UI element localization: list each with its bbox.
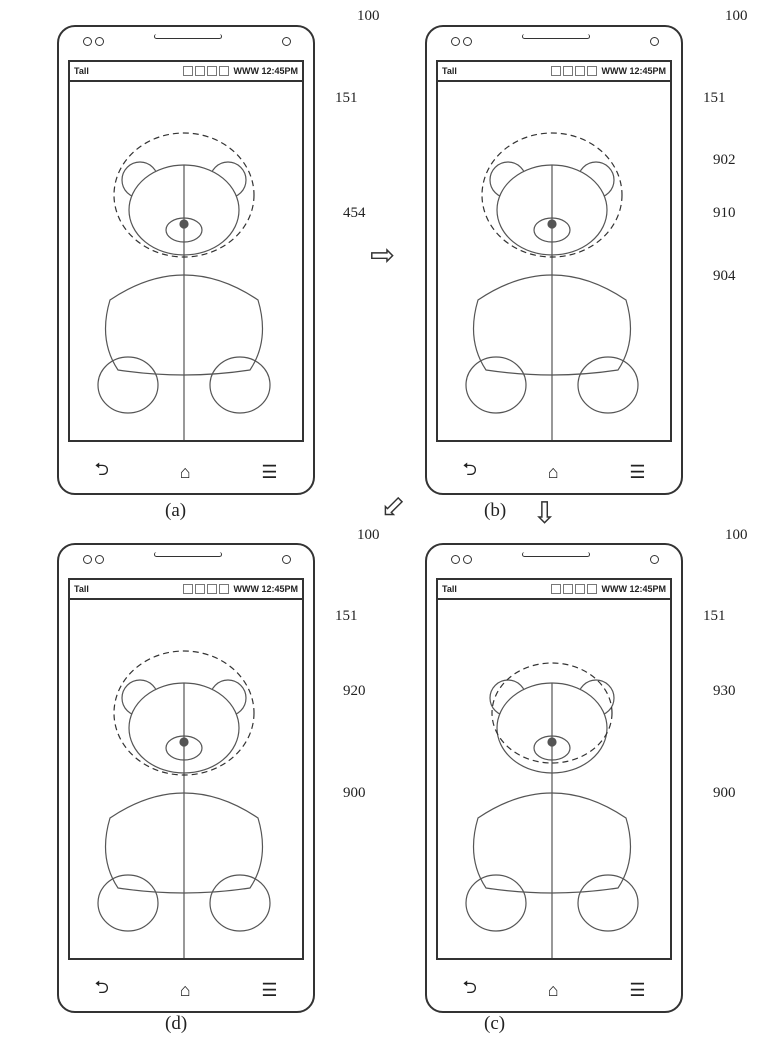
camera-icon [451,37,460,46]
status-icon [550,584,561,595]
camera-icon [451,555,460,564]
display-screen[interactable]: Tall WWW 12:45PM [436,578,672,960]
ref-device-c: 100 [725,527,748,543]
back-button[interactable]: ⮌ [94,977,109,997]
speaker [522,34,590,39]
status-icon [562,584,573,595]
camera-icon [83,37,92,46]
signal-icon: Tall [442,584,457,594]
panel-label-a: (a) [165,500,187,521]
arrow-right-icon: ⇨ [370,239,396,272]
ref-902: 902 [713,152,736,168]
status-icon [194,584,205,595]
ref-900-d: 900 [343,785,366,801]
ref-display-d: 151 [335,608,358,624]
speaker [154,552,222,557]
status-icon [206,66,217,77]
status-icon [218,584,229,595]
status-icon [586,66,597,77]
teddy-bear-image[interactable] [70,598,302,958]
ref-904: 904 [713,268,736,284]
status-icon [586,584,597,595]
display-screen[interactable]: Tall WWW 12:45PM [68,60,304,442]
back-button[interactable]: ⮌ [94,459,109,479]
clock: 12:45PM [629,583,666,594]
clock: 12:45PM [261,65,298,76]
sensor-icon [463,37,472,46]
teddy-bear-image[interactable] [70,80,302,440]
status-icon [182,584,193,595]
teddy-bear-image[interactable] [438,598,670,958]
front-camera-icon [282,555,291,564]
ref-device-b: 100 [725,8,748,24]
status-icon [206,584,217,595]
menu-button[interactable]: ☰ [629,461,646,482]
front-camera-icon [650,37,659,46]
status-icon [562,66,573,77]
phone-c: Tall WWW 12:45PM ⮌ ⌂ ☰ [425,543,683,1013]
ref-device-a: 100 [357,8,380,24]
front-camera-icon [282,37,291,46]
phone-a: Tall WWW 12:45PM ⮌ ⌂ ☰ [57,25,315,495]
arrow-down-icon: ⇩ [532,497,558,530]
menu-button[interactable]: ☰ [261,979,278,1000]
carrier: WWW [233,583,259,594]
ref-910: 910 [713,205,736,221]
sensor-icon [95,37,104,46]
ref-454: 454 [343,205,366,221]
teddy-bear-image[interactable] [438,80,670,440]
phone-b: Tall WWW 12:45PM ⮌ ⌂ ☰ [425,25,683,495]
speaker [522,552,590,557]
status-bar: Tall WWW 12:45PM [438,580,670,600]
menu-button[interactable]: ☰ [629,979,646,1000]
carrier: WWW [601,65,627,76]
panel-label-b: (b) [484,500,507,521]
home-button[interactable]: ⌂ [179,461,191,482]
display-screen[interactable]: Tall WWW 12:45PM [436,60,672,442]
clock: 12:45PM [629,65,666,76]
phone-d: Tall WWW 12:45PM ⮌ ⌂ ☰ [57,543,315,1013]
camera-icon [83,555,92,564]
status-bar: Tall WWW 12:45PM [438,62,670,82]
signal-icon: Tall [442,66,457,76]
sensor-icon [463,555,472,564]
status-icon [218,66,229,77]
status-icon [182,66,193,77]
home-button[interactable]: ⌂ [547,979,559,1000]
front-camera-icon [650,555,659,564]
signal-icon: Tall [74,66,89,76]
arrow-diagonal-icon: ⇨ [372,486,414,529]
speaker [154,34,222,39]
sensor-icon [95,555,104,564]
back-button[interactable]: ⮌ [462,459,477,479]
carrier: WWW [233,65,259,76]
carrier: WWW [601,583,627,594]
home-button[interactable]: ⌂ [547,461,559,482]
ref-900-c: 900 [713,785,736,801]
status-icon [574,584,585,595]
panel-label-c: (c) [484,1013,506,1034]
ref-display-a: 151 [335,90,358,106]
panel-label-d: (d) [165,1013,188,1034]
ref-device-d: 100 [357,527,380,543]
ref-display-c: 151 [703,608,726,624]
ref-display-b: 151 [703,90,726,106]
clock: 12:45PM [261,583,298,594]
status-icon [194,66,205,77]
ref-930: 930 [713,683,736,699]
status-bar: Tall WWW 12:45PM [70,580,302,600]
menu-button[interactable]: ☰ [261,461,278,482]
status-icon [550,66,561,77]
signal-icon: Tall [74,584,89,594]
status-bar: Tall WWW 12:45PM [70,62,302,82]
home-button[interactable]: ⌂ [179,979,191,1000]
back-button[interactable]: ⮌ [462,977,477,997]
display-screen[interactable]: Tall WWW 12:45PM [68,578,304,960]
ref-920: 920 [343,683,366,699]
status-icon [574,66,585,77]
